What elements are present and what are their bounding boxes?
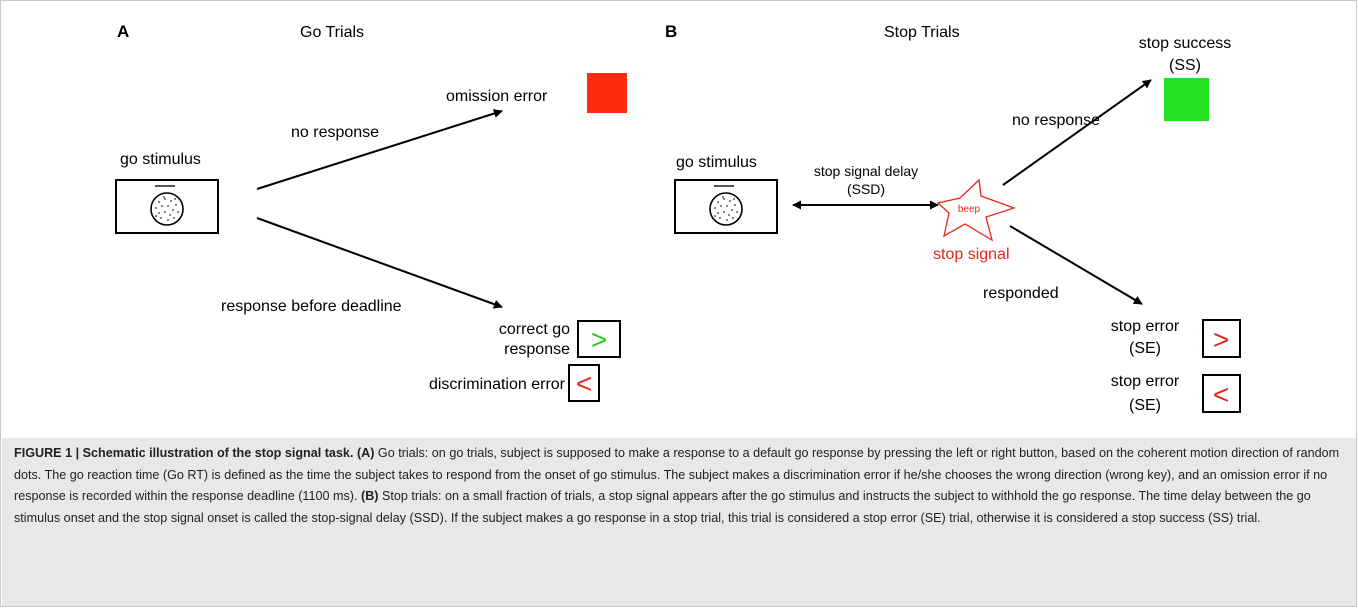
caption-text-b: Stop trials: on a small fraction of tria…	[14, 489, 1311, 525]
caption-ref-b: (B)	[361, 489, 379, 503]
panel-b-go-stimulus-label: go stimulus	[676, 154, 757, 171]
stop-signal-label: stop signal	[933, 246, 1010, 263]
stop-error-box-right	[1202, 319, 1241, 358]
caption-lead: FIGURE 1 | Schematic illustration of the…	[14, 446, 354, 460]
figure-caption: FIGURE 1 | Schematic illustration of the…	[14, 443, 1344, 529]
caption-text-a: Go trials: on go trials, subject is supp…	[14, 446, 1340, 503]
label-ssd-line2: (SSD)	[847, 181, 885, 197]
diagram: A Go Trials go stimulus no response resp…	[115, 22, 1241, 414]
label-no-response-a: no response	[291, 124, 379, 141]
stop-success-square	[1164, 78, 1209, 121]
arrow-no-response-b	[1002, 79, 1152, 186]
arrow-response-a	[256, 217, 503, 309]
label-discrimination-error: discrimination error	[429, 376, 566, 393]
label-correct-go-line2: response	[504, 341, 570, 358]
random-dots-icon	[709, 192, 743, 226]
stop-error-symbol-left: <	[1213, 379, 1229, 410]
panel-a-go-stimulus-label: go stimulus	[120, 151, 201, 168]
arrow-no-response-a	[256, 109, 503, 190]
discrimination-error-box	[568, 364, 600, 402]
correct-go-box	[577, 320, 621, 358]
correct-go-symbol: >	[591, 324, 607, 355]
label-stop-error-2-line2: (SE)	[1129, 397, 1161, 414]
random-dots-icon	[150, 192, 184, 226]
discrimination-error-symbol: <	[576, 368, 592, 399]
label-no-response-b: no response	[1012, 112, 1100, 129]
caption-box	[2, 438, 1356, 606]
label-stop-success-line2: (SS)	[1169, 57, 1201, 74]
panel-a-letter: A	[117, 22, 129, 41]
panel-a-stimulus-screen	[115, 179, 219, 234]
label-response-before-deadline: response before deadline	[221, 298, 402, 315]
label-stop-error-1-line2: (SE)	[1129, 340, 1161, 357]
stop-error-symbol-right: >	[1213, 324, 1229, 355]
label-stop-error-2-line1: stop error	[1111, 373, 1180, 390]
omission-error-square	[587, 73, 627, 113]
panel-a-title: Go Trials	[300, 24, 364, 41]
stop-signal-star-icon	[936, 178, 1017, 242]
beep-label: beep	[958, 204, 981, 215]
panel-b-title: Stop Trials	[884, 24, 960, 41]
label-correct-go-line1: correct go	[499, 321, 570, 338]
label-stop-success-line1: stop success	[1139, 35, 1231, 52]
caption-ref-a: (A)	[356, 446, 375, 460]
panel-b-stimulus-screen	[674, 179, 778, 234]
label-omission-error: omission error	[446, 88, 548, 105]
stop-error-box-left	[1202, 374, 1241, 413]
label-responded: responded	[983, 285, 1059, 302]
label-ssd-line1: stop signal delay	[814, 163, 918, 179]
panel-b-letter: B	[665, 22, 677, 41]
arrow-responded-b	[1009, 225, 1143, 305]
label-stop-error-1-line1: stop error	[1111, 318, 1180, 335]
